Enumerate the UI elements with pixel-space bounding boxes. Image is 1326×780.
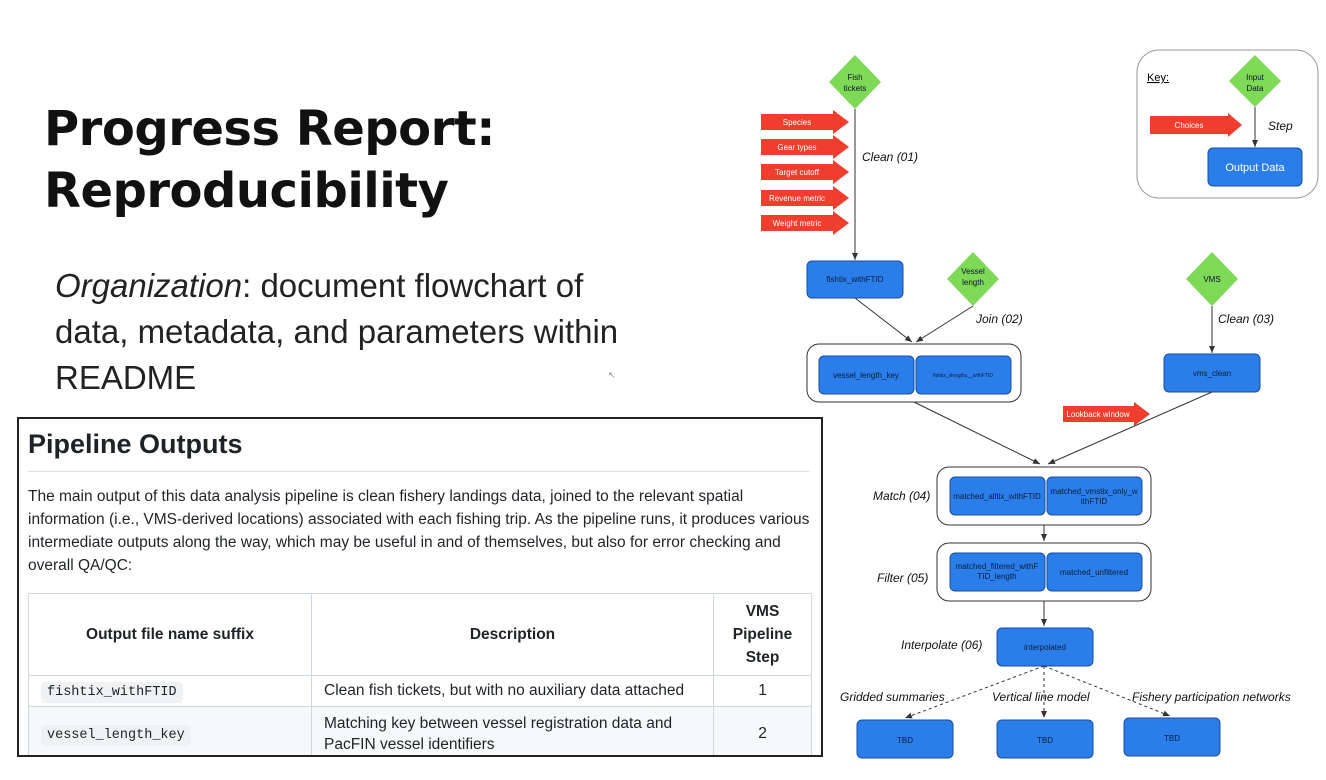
box-matched-alltix-label: matched_alltix_withFTID	[953, 492, 1041, 501]
box-fishtix-vlengths-label: fishtix_vlengths__withFTID	[933, 373, 993, 379]
connector-fishery	[1043, 665, 1171, 717]
box-vessel-length-key-label: vessel_length_key	[833, 371, 899, 380]
box-fishtix-withftid-label: fishtix_withFTID	[827, 275, 884, 284]
column-header-description: Description	[311, 593, 714, 676]
key-choice-label: Choices	[1175, 121, 1204, 130]
step-join-02: Join (02)	[975, 312, 1023, 326]
table-cell-description: Matching key between vessel registration…	[311, 706, 714, 755]
box-matched-filtered-label-1: matched_filtered_withF	[956, 562, 1039, 571]
key-output-box	[1207, 147, 1303, 187]
box-matched-filtered-label-2: TID_length	[977, 572, 1016, 581]
connector-join-left	[854, 297, 913, 343]
table-cell-description: Clean fish tickets, but with no auxiliar…	[311, 675, 714, 707]
box-vessel-length-key	[818, 355, 915, 395]
box-tbd-1-label: TBD	[897, 736, 913, 745]
choice-arrow-species	[761, 110, 849, 134]
vessel-length-label-1: Vessel	[961, 267, 985, 276]
step-gridded-summaries: Gridded summaries	[840, 690, 945, 704]
readme-panel: Pipeline Outputs The main output of this…	[17, 417, 823, 757]
connector-gridded	[904, 665, 1045, 719]
box-interpolated-label: interpolated	[1024, 643, 1066, 652]
readme-paragraph: The main output of this data analysis pi…	[28, 488, 810, 574]
choice-arrow-revenue-metric	[761, 186, 849, 210]
box-tbd-2	[996, 719, 1094, 759]
connector-match-left	[913, 401, 1041, 465]
box-tbd-1	[856, 719, 954, 759]
step-vertical-line-model: Vertical line model	[992, 690, 1090, 704]
subtitle-text: : document flowchart of data, metadata, …	[55, 267, 619, 396]
fish-tickets-label-1: Fish	[847, 73, 862, 82]
table-header-row: Output file name suffix Description VMS …	[28, 593, 812, 676]
step-clean-01: Clean (01)	[862, 150, 918, 164]
box-matched-filtered	[949, 552, 1046, 592]
key-input-diamond	[1229, 55, 1281, 107]
connector-match-right	[1047, 391, 1213, 465]
key-step-label: Step	[1268, 119, 1293, 133]
title-line-1: Progress Report:	[44, 101, 495, 157]
key-output-label: Output Data	[1225, 162, 1285, 174]
box-tbd-2-label: TBD	[1037, 736, 1053, 745]
choice-species-label: Species	[783, 118, 811, 127]
choice-revenue-metric-label: Revenue metric	[769, 194, 825, 203]
box-tbd-3-label: TBD	[1164, 734, 1180, 743]
fish-tickets-label-2: tickets	[844, 84, 867, 93]
step-clean-03: Clean (03)	[1218, 312, 1274, 326]
column-header-step: VMS Pipeline Step	[713, 593, 812, 676]
choice-target-cutoff-label: Target cutoff	[775, 168, 820, 177]
table-row: vessel_length_key Matching key between v…	[28, 706, 812, 755]
box-fishtix-vlengths	[915, 355, 1012, 395]
box-vms-clean-label: vms_clean	[1193, 369, 1231, 378]
box-matched-vmstix-label-1: matched_vmstix_only_w	[1050, 487, 1137, 496]
box-matched-vmstix-label-2: ithFTID	[1081, 497, 1107, 506]
mouse-cursor-icon: ↖	[608, 370, 616, 380]
vms-diamond	[1186, 252, 1238, 306]
step-match-04: Match (04)	[873, 489, 930, 503]
suffix-code: vessel_length_key	[41, 725, 191, 746]
outputs-table: Output file name suffix Description VMS …	[28, 593, 812, 755]
choice-arrow-lookback-window	[1063, 402, 1150, 426]
vessel-length-diamond	[947, 252, 999, 306]
choice-weight-metric-label: Weight metric	[773, 219, 822, 228]
vms-label: VMS	[1203, 275, 1220, 284]
key-choice-arrow	[1150, 113, 1242, 137]
fish-tickets-diamond	[829, 55, 881, 109]
subtitle-emphasis: Organization	[55, 267, 243, 304]
box-matched-unfiltered-label: matched_unfiltered	[1060, 568, 1128, 577]
box-matched-alltix	[949, 476, 1046, 516]
key-title: Key:	[1147, 72, 1169, 84]
choice-arrow-target-cutoff	[761, 160, 849, 184]
step-interpolate-06: Interpolate (06)	[901, 638, 982, 652]
title-line-2: Reproducibility	[44, 163, 449, 219]
key-input-label-1: Input	[1246, 73, 1265, 82]
heading-divider	[28, 471, 809, 472]
vessel-length-label-2: length	[962, 278, 984, 287]
box-matched-vmstix	[1046, 476, 1143, 516]
key-input-label-2: Data	[1247, 84, 1264, 93]
table-cell-step: 1	[713, 675, 812, 707]
column-header-step-text: VMS Pipeline Step	[732, 603, 793, 666]
table-row: fishtix_withFTID Clean fish tickets, but…	[28, 675, 812, 707]
choice-arrow-weight-metric	[761, 211, 849, 235]
choice-arrow-gear-types	[761, 135, 849, 159]
table-cell-suffix: vessel_length_key	[28, 706, 312, 755]
box-matched-unfiltered	[1046, 552, 1143, 592]
readme-heading: Pipeline Outputs	[28, 429, 243, 459]
suffix-code: fishtix_withFTID	[41, 682, 183, 703]
choice-lookback-window-label: Lookback window	[1066, 410, 1129, 419]
box-tbd-3	[1123, 717, 1221, 757]
table-cell-suffix: fishtix_withFTID	[28, 675, 312, 707]
table-cell-step: 2	[713, 706, 812, 755]
connector-join-right	[915, 305, 974, 343]
step-filter-05: Filter (05)	[877, 571, 928, 585]
step-fishery-networks: Fishery participation networks	[1132, 690, 1291, 704]
slide-subtitle: Organization: document flowchart of data…	[55, 263, 655, 401]
choice-gear-types-label: Gear types	[777, 143, 816, 152]
slide-title: Progress Report: Reproducibility	[44, 98, 495, 222]
